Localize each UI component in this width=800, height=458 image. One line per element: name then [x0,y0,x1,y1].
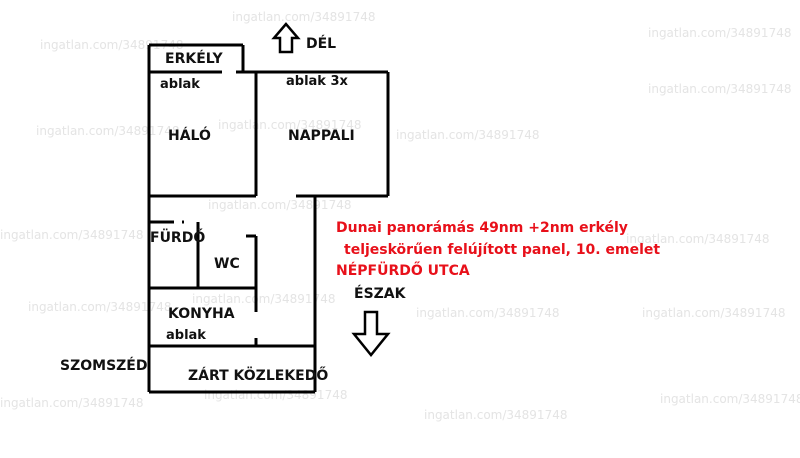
south-label: DÉL [306,36,337,52]
bedroom-label: HÁLÓ [168,128,211,144]
corridor-label: ZÁRT KÖZLEKEDŐ [188,368,329,384]
watermark: ingatlan.com/34891748 [648,26,792,40]
living-room-window-label: ablak 3x [286,74,348,89]
description-line-3: NÉPFÜRDŐ UTCA [336,263,470,279]
wc-label: WC [214,256,240,272]
living-room-label: NAPPALI [288,128,355,144]
watermark: ingatlan.com/34891748 [232,10,376,24]
watermark: ingatlan.com/34891748 [416,306,560,320]
watermark: ingatlan.com/34891748 [0,396,144,410]
bathroom-label: FÜRDŐ [150,230,206,246]
description-line-1: Dunai panorámás 49nm +2nm erkély [336,220,628,236]
watermark: ingatlan.com/34891748 [192,292,336,306]
north-arrow-icon [351,310,391,357]
north-label: ÉSZAK [354,286,406,302]
watermark: ingatlan.com/34891748 [648,82,792,96]
watermark: ingatlan.com/34891748 [642,306,786,320]
description-line-2: teljeskörűen felújított panel, 10. emele… [344,242,661,258]
watermark: ingatlan.com/34891748 [0,228,144,242]
watermark: ingatlan.com/34891748 [660,392,800,406]
bedroom-window-label: ablak [160,77,200,92]
kitchen-window-label: ablak [166,328,206,343]
kitchen-label: KONYHA [168,306,235,322]
balcony-label: ERKÉLY [165,51,223,67]
watermark: ingatlan.com/34891748 [218,118,362,132]
wall-lines [147,43,390,394]
watermark: ingatlan.com/34891748 [424,408,568,422]
watermark: ingatlan.com/34891748 [396,128,540,142]
watermark: ingatlan.com/34891748 [626,232,770,246]
watermark: ingatlan.com/34891748 [28,300,172,314]
neighbor-label: SZOMSZÉD [60,358,148,374]
watermark: ingatlan.com/34891748 [36,124,180,138]
south-arrow-icon [271,22,301,54]
